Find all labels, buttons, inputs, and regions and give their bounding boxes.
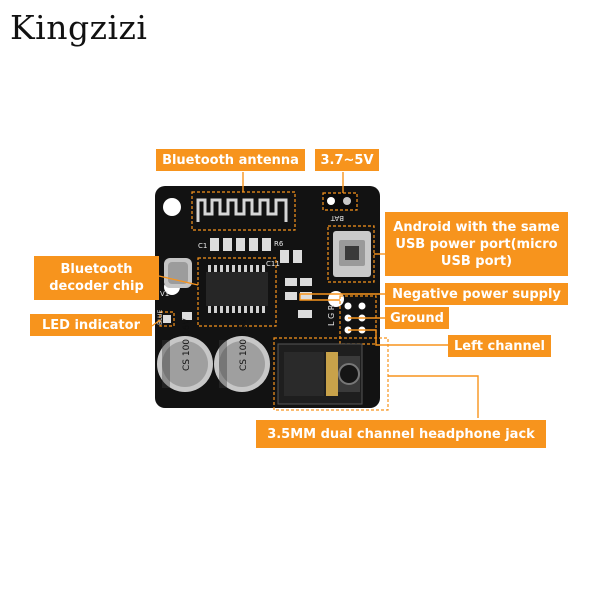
brand-title: Kingzizi xyxy=(10,8,148,47)
label-decoder-chip: Bluetooth decoder chip xyxy=(34,256,159,300)
label-left-channel: Left channel xyxy=(448,335,551,357)
capacitor-right: CS 100 16V xyxy=(214,318,270,392)
led xyxy=(159,311,175,327)
pcb-label-pins: L G R xyxy=(327,304,336,326)
label-bluetooth-antenna: Bluetooth antenna xyxy=(156,149,305,171)
battery-terminal: BAT xyxy=(322,192,358,222)
pcb-label-c1: C1 xyxy=(198,242,207,250)
decoder-chip xyxy=(197,257,277,327)
label-headphone-jack: 3.5MM dual channel headphone jack xyxy=(256,420,546,448)
pcb-board: BAT C1 R6 C11 xyxy=(155,186,389,411)
label-usb-port: Android with the same USB power port(mic… xyxy=(385,212,568,276)
smd-components xyxy=(182,238,312,320)
micro-usb-port xyxy=(327,225,375,283)
capacitor-label-right: CS 100 16V xyxy=(239,318,249,371)
pcb-label-c11: C11 xyxy=(266,260,280,268)
pcb-label-r6: R6 xyxy=(274,240,284,248)
label-voltage: 3.7~5V xyxy=(315,149,379,171)
capacitor-left: CS 100 16V xyxy=(157,318,213,392)
label-led-indicator: LED indicator xyxy=(30,314,152,336)
headphone-jack xyxy=(273,337,389,411)
label-ground: Ground xyxy=(385,307,449,329)
callout-lines xyxy=(151,172,479,418)
capacitor-label-left: CS 100 16V xyxy=(182,318,192,371)
mounting-hole xyxy=(163,198,181,216)
label-negative-supply: Negative power supply xyxy=(385,283,568,305)
pcb-label-bat: BAT xyxy=(330,214,344,222)
pcb-label-v1: V1 xyxy=(160,290,169,298)
crystal-oscillator xyxy=(164,258,192,288)
pcb-label-blue: BLUE xyxy=(157,309,164,325)
